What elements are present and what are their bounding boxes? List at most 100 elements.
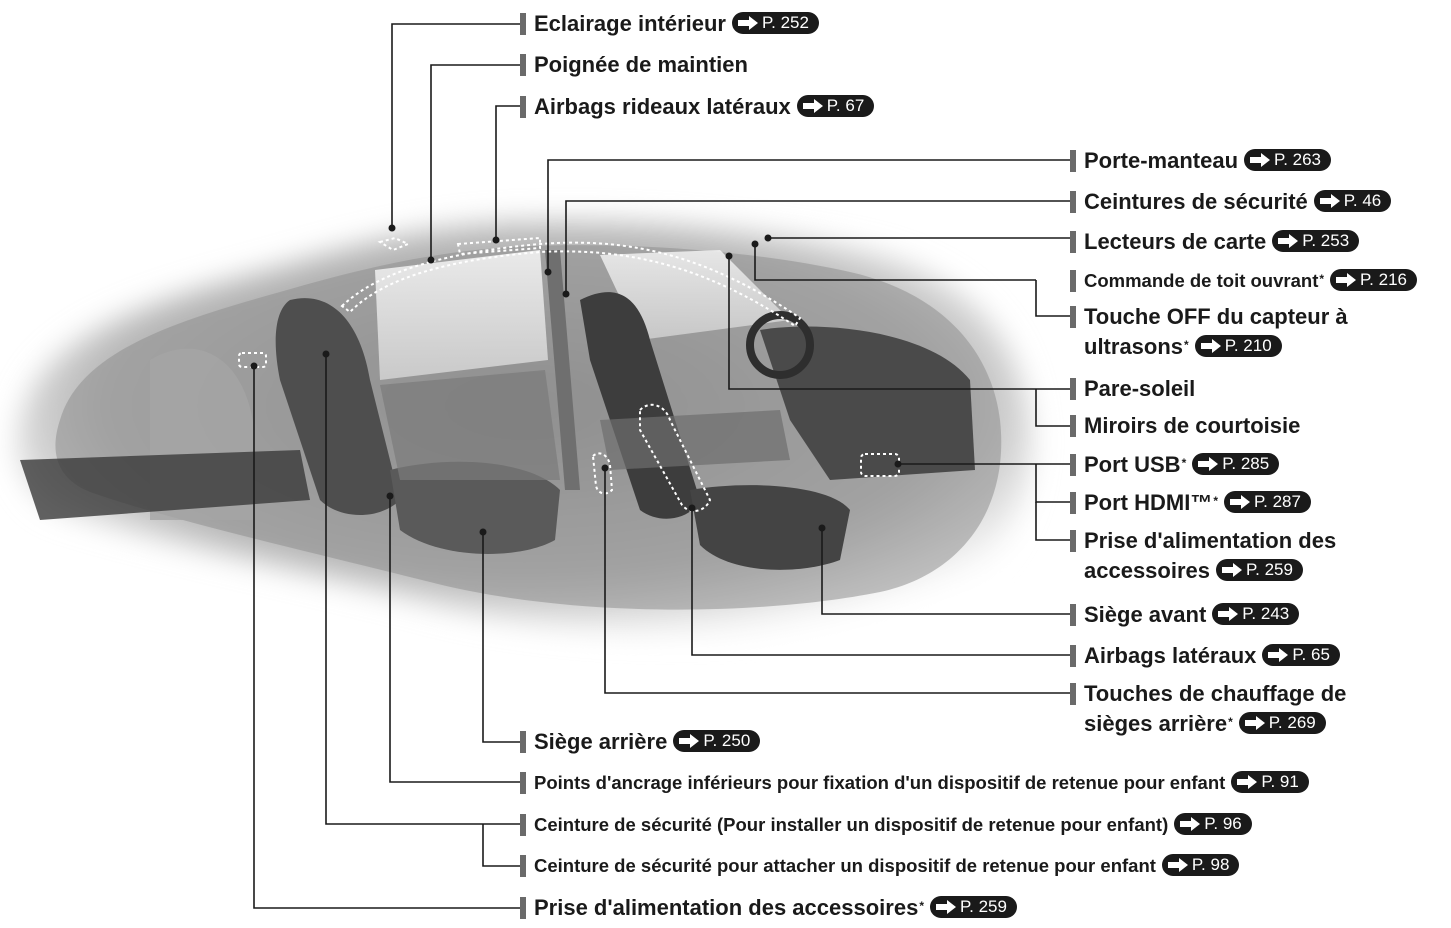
footnote-star: * xyxy=(1213,494,1218,508)
leader-lines xyxy=(253,23,1070,909)
label-airbags-lateraux: Airbags latéraux P. 65 xyxy=(1070,641,1340,671)
page-reference-link[interactable]: P. 96 xyxy=(1174,813,1252,836)
label-text2: accessoires xyxy=(1084,558,1210,583)
dot-lecteurs xyxy=(764,234,772,242)
dot-pare-soleil xyxy=(725,252,733,260)
arrow-right-icon xyxy=(1217,607,1239,622)
dot-siege-arriere xyxy=(479,528,487,536)
page-reference-link[interactable]: P. 65 xyxy=(1262,644,1340,667)
label-port-usb: Port USB*P. 285 xyxy=(1070,450,1280,480)
arrow-right-icon xyxy=(737,16,759,31)
label-text: Poignée de maintien xyxy=(534,52,748,77)
page-reference-link[interactable]: P. 259 xyxy=(929,896,1017,919)
page-number: P. 269 xyxy=(1268,713,1316,733)
arrow-right-icon xyxy=(1200,339,1222,354)
label-text: Eclairage intérieur xyxy=(534,11,726,36)
dot-commande-toit xyxy=(751,240,759,248)
dot-siege-avant xyxy=(818,524,826,532)
page-reference-link[interactable]: P. 259 xyxy=(1216,559,1303,582)
dot-ceinture xyxy=(322,350,330,358)
page-reference-link[interactable]: P. 287 xyxy=(1224,491,1311,514)
page-reference-link[interactable]: P. 98 xyxy=(1161,854,1240,877)
dot-porte-manteau xyxy=(544,268,552,276)
page-reference-link[interactable]: P. 243 xyxy=(1212,603,1300,626)
label-text: Siège arrière xyxy=(534,729,668,754)
label-text: Siège avant xyxy=(1084,602,1207,627)
label-commande-toit: Commande de toit ouvrant*P. 216 xyxy=(1070,266,1417,296)
label-ceinture-attacher: Ceinture de sécurité pour attacher un di… xyxy=(520,851,1240,881)
label-text: Points d'ancrage inférieurs pour fixatio… xyxy=(534,772,1226,793)
label-miroirs: Miroirs de courtoisie xyxy=(1070,411,1300,441)
label-porte-manteau: Porte-manteau P. 263 xyxy=(1070,146,1332,176)
label-text: Airbags rideaux latéraux xyxy=(534,94,791,119)
page-number: P. 259 xyxy=(1246,560,1293,580)
arrow-right-icon xyxy=(1249,153,1271,168)
dot-prise-arriere xyxy=(250,362,258,370)
page-reference-link[interactable]: P. 263 xyxy=(1244,149,1332,172)
label-siege-avant: Siège avant P. 243 xyxy=(1070,600,1300,630)
page-reference-link[interactable]: P. 67 xyxy=(796,95,875,118)
label-text2: ultrasons xyxy=(1084,334,1184,359)
arrow-right-icon xyxy=(678,734,700,749)
page-number: P. 259 xyxy=(959,897,1007,917)
label-port-hdmi: Port HDMI™* P. 287 xyxy=(1070,488,1311,518)
page-number: P. 253 xyxy=(1302,231,1350,251)
label-text: Port HDMI™ xyxy=(1084,490,1213,515)
page-reference-link[interactable]: P. 269 xyxy=(1238,712,1326,735)
arrow-right-icon xyxy=(1197,457,1219,472)
label-pare-soleil: Pare-soleil xyxy=(1070,374,1195,404)
page-reference-link[interactable]: P. 250 xyxy=(673,730,761,753)
arrow-right-icon xyxy=(1167,858,1189,873)
label-text: Airbags latéraux xyxy=(1084,643,1257,668)
dot-airbags-lateraux xyxy=(688,504,696,512)
label-text-line2: accessoires P. 259 xyxy=(1084,556,1336,586)
page-number: P. 46 xyxy=(1343,191,1382,211)
page-reference-link[interactable]: P. 253 xyxy=(1272,230,1360,253)
page-reference-link[interactable]: P. 46 xyxy=(1313,190,1392,213)
footnote-star: * xyxy=(1181,456,1187,470)
page-number: P. 96 xyxy=(1204,814,1242,834)
arrow-right-icon xyxy=(1179,817,1201,832)
page-number: P. 287 xyxy=(1254,492,1301,512)
page-number: P. 67 xyxy=(826,96,865,116)
label-text2: sièges arrière xyxy=(1084,711,1228,736)
page-number: P. 65 xyxy=(1292,645,1330,665)
label-text: Ceintures de sécurité xyxy=(1084,189,1308,214)
page-reference-link[interactable]: P. 285 xyxy=(1192,453,1280,476)
page-number: P. 263 xyxy=(1274,150,1322,170)
dot-touches-chauffage xyxy=(601,464,609,472)
label-text: Ceinture de sécurité (Pour installer un … xyxy=(534,814,1169,835)
dot-airbags-rideaux xyxy=(492,236,500,244)
label-text: Touche OFF du capteur à xyxy=(1084,304,1348,329)
dot-ceintures xyxy=(562,290,570,298)
label-text: Porte-manteau xyxy=(1084,148,1239,173)
label-text: Ceinture de sécurité pour attacher un di… xyxy=(534,855,1156,876)
page-reference-link[interactable]: P. 91 xyxy=(1231,771,1309,794)
dot-port-usb xyxy=(894,460,902,468)
footnote-star: * xyxy=(1184,338,1189,352)
page-number: P. 210 xyxy=(1224,336,1272,356)
car-illustration xyxy=(17,221,1032,632)
page-number: P. 243 xyxy=(1242,604,1290,624)
arrow-right-icon xyxy=(1229,495,1251,510)
dot-points-ancrage xyxy=(386,492,394,500)
page-reference-link[interactable]: P. 210 xyxy=(1194,335,1282,358)
label-prise-arriere: Prise d'alimentation des accessoires*P. … xyxy=(520,893,1017,923)
arrow-right-icon xyxy=(802,99,824,114)
page-number: P. 91 xyxy=(1261,772,1299,792)
dot-poignee xyxy=(427,256,435,264)
label-text: Pare-soleil xyxy=(1084,376,1196,401)
label-airbags-rideaux: Airbags rideaux latéraux P. 67 xyxy=(520,92,875,122)
label-text-line2: sièges arrière*P. 269 xyxy=(1084,709,1346,739)
page-reference-link[interactable]: P. 252 xyxy=(731,12,819,35)
label-text: Commande de toit ouvrant xyxy=(1084,270,1319,291)
label-points-ancrage: Points d'ancrage inférieurs pour fixatio… xyxy=(520,768,1309,798)
label-text-line2: ultrasons* P. 210 xyxy=(1084,332,1348,362)
label-touche-off: Touche OFF du capteur à ultrasons* P. 210 xyxy=(1070,302,1348,362)
page-reference-link[interactable]: P. 216 xyxy=(1330,269,1417,292)
